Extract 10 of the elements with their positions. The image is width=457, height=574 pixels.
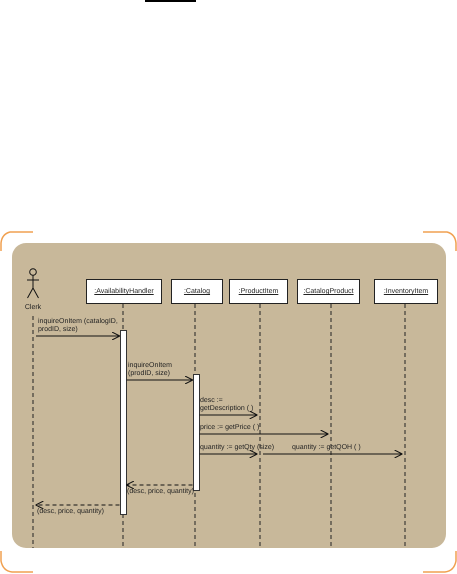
lifeline xyxy=(30,316,36,548)
message-arrow xyxy=(126,375,194,385)
message-arrow xyxy=(199,449,258,459)
message-arrow xyxy=(126,480,193,490)
message-arrow xyxy=(36,331,120,341)
message-arrow xyxy=(199,410,258,420)
message-arrow xyxy=(262,449,403,459)
lifeline xyxy=(402,304,408,548)
message-arrow xyxy=(35,500,120,510)
message-arrow xyxy=(199,429,329,439)
